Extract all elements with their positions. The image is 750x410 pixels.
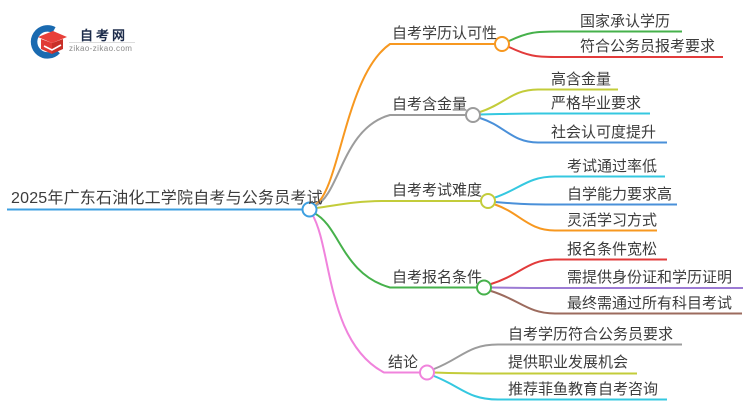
child-label-linghuo: 灵活学习方式 (567, 212, 658, 229)
child-label-gaohanjin: 高含金量 (551, 71, 612, 88)
root-node-circle (301, 201, 318, 218)
child-line-xueli-fuhe (433, 343, 682, 370)
child-label-zhiye: 提供职业发展机会 (508, 354, 629, 371)
branch-node-circle-jielun (419, 364, 435, 381)
child-line-fuhe (508, 46, 723, 58)
child-label-kuansong: 报名条件宽松 (567, 241, 658, 258)
child-line-zhiye (433, 371, 637, 375)
branch-line-hanjinliang (314, 114, 466, 207)
child-label-kemu: 最终需通过所有科目考试 (567, 295, 733, 312)
child-line-shenfenzheng (490, 286, 743, 289)
child-label-zixue: 自学能力要求高 (567, 186, 673, 203)
child-label-fuhe: 符合公务员报考要求 (580, 38, 716, 55)
branch-label-nandu: 自考考试难度 (392, 182, 483, 199)
child-line-linghuo (494, 203, 657, 232)
child-label-xueli-fuhe: 自考学历符合公务员要求 (508, 326, 674, 343)
branch-node-circle-baoming (476, 279, 492, 296)
graduation-cap-icon (30, 25, 67, 59)
logo-title: 自考网 (80, 28, 129, 43)
child-line-guojia (508, 30, 682, 42)
child-line-yange (479, 112, 650, 116)
branch-label-jielun: 结论 (388, 354, 419, 371)
child-line-zixue (494, 201, 677, 206)
branch-node-circle-nandu (480, 193, 496, 209)
branch-node-circle-hanjinliang (465, 107, 481, 123)
branch-label-hanjinliang: 自考含金量 (392, 96, 468, 113)
branch-line-baoming (313, 212, 477, 289)
child-label-yange: 严格毕业要求 (551, 95, 642, 112)
branch-line-jielun (311, 213, 420, 374)
child-line-gaohanjin (479, 88, 618, 113)
child-label-feiyu: 推荐菲鱼教育自考咨询 (508, 381, 659, 398)
child-line-kuansong (490, 258, 667, 285)
child-line-shehui (479, 117, 667, 144)
branch-line-renke (314, 43, 495, 206)
branch-label-renke: 自考学历认可性 (392, 25, 498, 42)
branch-node-circle-renke (494, 36, 510, 52)
child-label-guojia: 国家承认学历 (580, 13, 671, 30)
child-label-shehui: 社会认可度提升 (551, 124, 657, 141)
child-line-tongguolv (494, 175, 665, 199)
site-logo: 自考网 zikao-zikao.com (28, 20, 158, 66)
root-topic-label: 2025年广东石油化工学院自考与公务员考试 (11, 190, 323, 207)
logo-divider (69, 42, 135, 43)
branch-label-baoming: 自考报名条件 (392, 269, 483, 286)
child-line-feiyu (433, 375, 667, 401)
logo-domain: zikao-zikao.com (69, 44, 133, 53)
child-label-tongguolv: 考试通过率低 (567, 158, 658, 175)
branch-line-nandu (315, 200, 481, 209)
child-label-shenfenzheng: 需提供身份证和学历证明 (567, 269, 733, 286)
child-line-kemu (490, 290, 742, 315)
